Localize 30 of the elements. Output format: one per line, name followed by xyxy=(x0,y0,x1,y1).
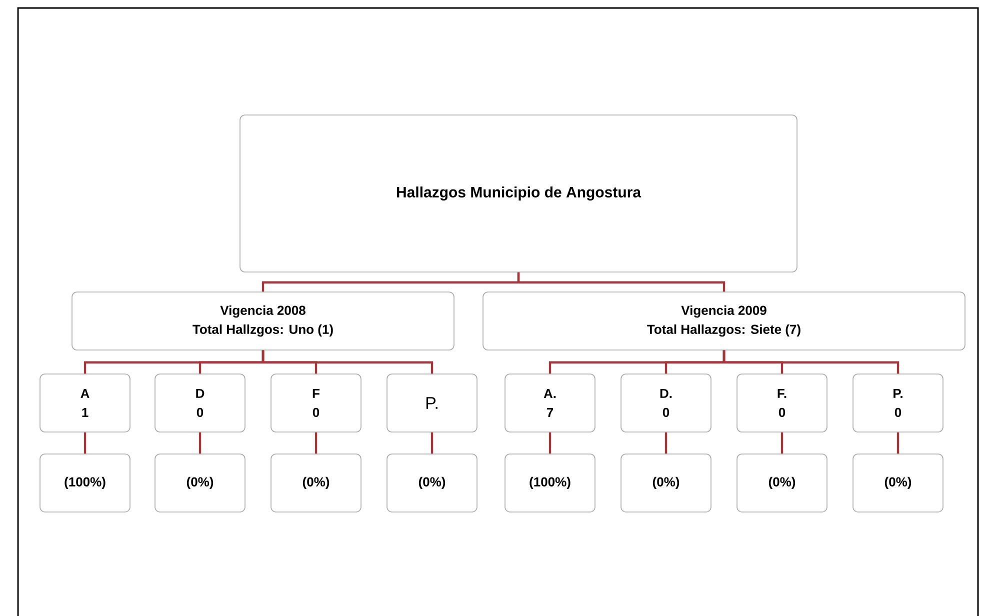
connector xyxy=(84,432,86,454)
category-box: A 1 xyxy=(40,374,130,432)
percent-box: (0%) xyxy=(386,454,478,512)
connector xyxy=(430,432,434,454)
percent-box: (100%) xyxy=(504,454,596,512)
percent-box: (0%) xyxy=(270,454,362,512)
connector xyxy=(664,432,668,454)
category-box: D 0 xyxy=(154,374,246,432)
connector xyxy=(314,432,318,454)
connector xyxy=(198,432,202,454)
year-box: Vigencia 2009 Total Hallazgos: Siete (7) xyxy=(482,292,966,350)
connector xyxy=(262,350,434,374)
percent-box: (0%) xyxy=(852,454,944,512)
category-box: P. 0 xyxy=(852,374,944,432)
connector xyxy=(517,272,726,292)
connector xyxy=(896,432,900,454)
connector xyxy=(780,432,784,454)
percent-box: (0%) xyxy=(736,454,828,512)
category-box: A. 7 xyxy=(504,374,596,432)
connector xyxy=(722,350,900,374)
category-box: P. xyxy=(386,374,478,432)
percent-box: (0%) xyxy=(620,454,712,512)
year-box: Vigencia 2008 Total Hallzgos: Uno (1) xyxy=(72,292,454,350)
category-box: F. 0 xyxy=(736,374,828,432)
category-box: D. 0 xyxy=(620,374,712,432)
title-box: Hallazgos Municipio de Angostura xyxy=(240,114,798,272)
percent-box: (100%) xyxy=(40,454,130,512)
connector xyxy=(548,432,552,454)
percent-box: (0%) xyxy=(154,454,246,512)
category-box: F 0 xyxy=(270,374,362,432)
